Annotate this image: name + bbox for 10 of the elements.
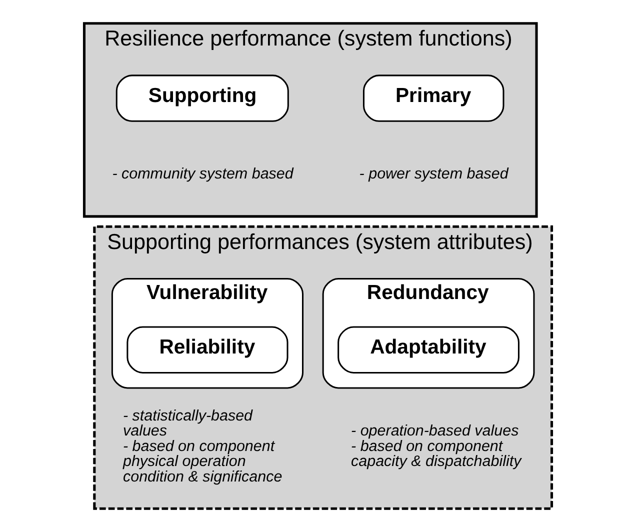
node-label: - statistically-based values <box>122 407 253 440</box>
node-box: Adaptability <box>338 326 520 374</box>
node-label: - based on component capacity & dispatchability <box>351 438 522 470</box>
node-box: Reliability <box>126 326 288 374</box>
node-box: Primary <box>362 74 504 122</box>
node-label: - community system based <box>112 165 294 182</box>
node-label: - based on component physical operation condition & significance <box>122 438 282 486</box>
node-box: Supporting <box>116 74 289 122</box>
node-label: - power system based <box>359 165 508 182</box>
node-label: - operation-based values <box>351 422 519 440</box>
